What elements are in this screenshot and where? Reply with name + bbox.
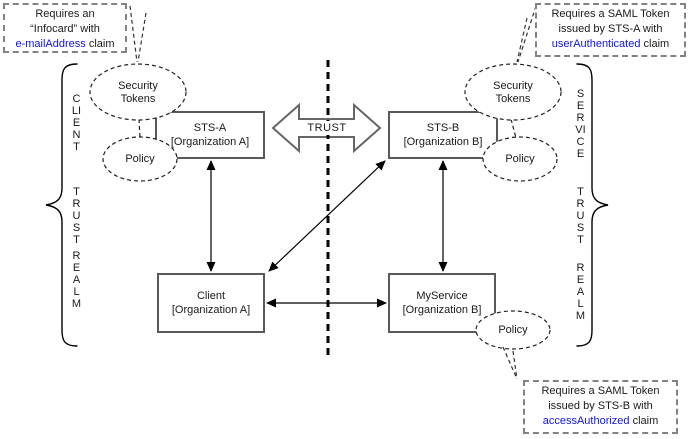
claim-text: userAuthenticated: [551, 38, 641, 50]
callout-tail-top-right-a: [517, 5, 537, 63]
callout-saml-sts-b-claim: Requires a SAML Token issued by STS-B wi…: [523, 380, 678, 434]
client-realm-brace: [45, 63, 78, 347]
callout-line: Requires a SAML Token: [541, 385, 660, 397]
callout-saml-sts-a-claim: Requires a SAML Token issued by STS-A wi…: [535, 3, 686, 57]
callout-tail-top-left-a: [129, 5, 138, 63]
client-realm-word-client: CLIENT: [71, 93, 82, 153]
callout-line: userAuthenticated claim: [537, 37, 684, 52]
claim-suffix: claim: [640, 38, 670, 50]
connector-tokens-policy-left: [138, 118, 141, 139]
policy-ellipse-sts-b: [482, 136, 558, 182]
callout-line: accessAuthorized claim: [525, 414, 676, 429]
security-tokens-ellipse-left: [89, 63, 187, 121]
callout-line: e-mailAddress claim: [5, 37, 125, 52]
callout-tail-bottom-right-a: [502, 346, 518, 380]
callout-line: issued by STS-A with: [558, 23, 663, 35]
claim-text: accessAuthorized: [542, 415, 630, 427]
claim-text: e-mailAddress: [15, 38, 86, 50]
client-realm-word-trust: TRUST: [72, 186, 81, 246]
client-realm-word-realm: REALM: [71, 250, 82, 310]
service-realm-word-service: SERVICE: [575, 88, 586, 160]
policy-ellipse-sts-a: [102, 136, 178, 182]
myservice-box: [388, 273, 496, 333]
service-realm-brace: [576, 63, 609, 347]
callout-tail-bottom-right-b: [512, 350, 518, 380]
policy-ellipse-myservice: [475, 310, 551, 350]
callout-line: Requires a SAML Token: [551, 8, 670, 20]
callout-tail-top-left-b: [137, 12, 147, 63]
callout-tail-top-right-b: [516, 17, 528, 63]
service-realm-word-realm: REALM: [575, 262, 586, 322]
client-box: [157, 273, 265, 333]
callout-line: Requires an: [35, 8, 95, 20]
security-tokens-ellipse-right: [464, 63, 562, 121]
connector-tokens-policy-right: [510, 118, 517, 139]
sts-b-box: [388, 111, 498, 159]
callout-line: issued by STS-B with: [548, 400, 653, 412]
callout-infocard-claim: Requires an “Infocard” with e-mailAddres…: [3, 3, 127, 53]
trust-arrow-label: TRUST: [303, 121, 351, 135]
service-realm-word-trust: TRUST: [576, 186, 585, 246]
claim-suffix: claim: [85, 38, 115, 50]
callout-line: “Infocard” with: [30, 23, 100, 35]
claim-suffix: claim: [629, 415, 659, 427]
